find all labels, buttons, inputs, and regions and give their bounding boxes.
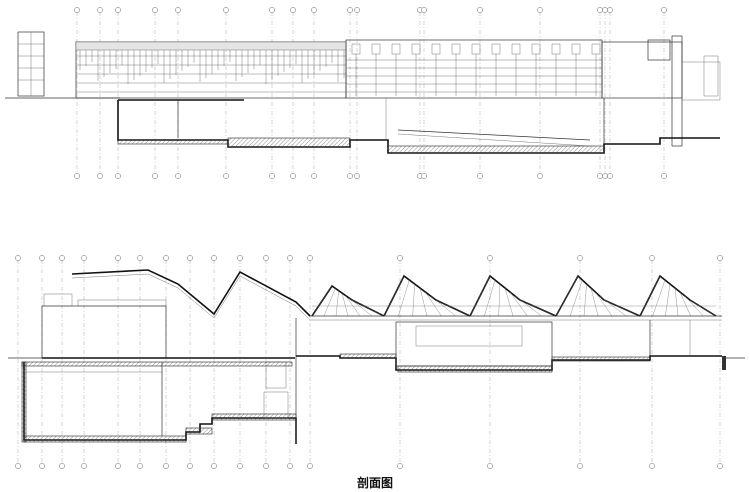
lower-axis-bubble: [307, 463, 313, 469]
upper-axis-bubble: [537, 7, 543, 13]
upper-axis-bubble: [602, 7, 608, 13]
lower-axis-bubble: [211, 463, 217, 469]
lower-axis-bubble: [649, 255, 655, 261]
lower-axis-bubble: [287, 463, 293, 469]
sawtooth-roof-zone: [345, 39, 603, 99]
upper-axis-bubble: [311, 173, 317, 179]
lower-axis-bubble: [211, 255, 217, 261]
upper-axis-bubble: [290, 173, 296, 179]
upper-axis-bubble: [74, 7, 80, 13]
lower-axis-bubble: [287, 255, 293, 261]
lower-axis-bubble: [137, 463, 143, 469]
upper-axis-bubble: [597, 173, 603, 179]
facade-band: [75, 41, 347, 99]
upper-axis-bubble: [175, 7, 181, 13]
lower-axis-bubble: [397, 463, 403, 469]
upper-axis-bubble: [97, 173, 103, 179]
lower-axis-bubble: [649, 463, 655, 469]
lower-basement-outline: [23, 362, 297, 444]
upper-grid-axes: [74, 7, 667, 179]
lower-axis-bubble: [577, 463, 583, 469]
lower-axis-bubble: [115, 463, 121, 469]
upper-basement-outline: [117, 100, 720, 154]
upper-axis-bubble: [354, 7, 360, 13]
drawing-caption: 剖面图: [356, 476, 393, 490]
upper-axis-bubble: [152, 173, 158, 179]
lower-axis-bubble: [39, 463, 45, 469]
lower-axis-bubble: [187, 463, 193, 469]
upper-axis-bubble: [602, 173, 608, 179]
upper-axis-bubble: [290, 7, 296, 13]
lower-axis-bubble: [81, 255, 87, 261]
upper-axis-bubble: [97, 7, 103, 13]
upper-axis-bubble: [354, 173, 360, 179]
upper-axis-bubble: [477, 173, 483, 179]
section-drawings: [5, 7, 745, 469]
lower-axis-bubble: [81, 463, 87, 469]
lower-axis-bubble: [397, 255, 403, 261]
lower-axis-bubble: [15, 255, 21, 261]
lower-axis-bubble: [39, 255, 45, 261]
lower-axis-bubble: [717, 463, 723, 469]
lower-axis-bubble: [237, 463, 243, 469]
upper-axis-bubble: [661, 173, 667, 179]
upper-axis-bubble: [661, 7, 667, 13]
upper-axis-bubble: [223, 7, 229, 13]
upper-axis-bubble: [537, 173, 543, 179]
lower-axis-bubble: [307, 255, 313, 261]
upper-axis-bubble: [115, 7, 121, 13]
upper-axis-bubble: [115, 173, 121, 179]
lower-axis-bubble: [137, 255, 143, 261]
upper-section: [5, 7, 721, 179]
upper-axis-bubble: [175, 173, 181, 179]
sawtooth-roof: [311, 284, 385, 317]
lower-axis-bubble: [263, 255, 269, 261]
lower-axis-bubble: [115, 255, 121, 261]
lower-axis-bubble: [163, 255, 169, 261]
lower-axis-bubble: [487, 255, 493, 261]
upper-axis-bubble: [421, 173, 427, 179]
upper-axis-bubble: [607, 173, 613, 179]
upper-axis-bubble: [74, 173, 80, 179]
upper-axis-bubble: [347, 173, 353, 179]
lower-axis-bubble: [59, 463, 65, 469]
lower-section: [8, 255, 745, 469]
left-block-upper: [41, 305, 167, 359]
lower-axis-bubble: [717, 255, 723, 261]
upper-axis-bubble: [597, 7, 603, 13]
upper-axis-bubble: [152, 7, 158, 13]
upper-axis-bubble: [347, 7, 353, 13]
sawtooth-roof: [639, 274, 717, 317]
upper-axis-bubble: [421, 7, 427, 13]
lower-axis-bubble: [577, 255, 583, 261]
lower-axis-bubble: [163, 463, 169, 469]
lower-axis-bubble: [487, 463, 493, 469]
lower-axis-bubble: [59, 255, 65, 261]
lower-axis-bubble: [263, 463, 269, 469]
lower-axis-bubble: [187, 255, 193, 261]
lower-roof-outline: [71, 269, 311, 317]
upper-axis-bubble: [223, 173, 229, 179]
upper-axis-bubble: [311, 7, 317, 13]
upper-axis-bubble: [269, 173, 275, 179]
upper-axis-bubble: [607, 7, 613, 13]
upper-axis-bubble: [477, 7, 483, 13]
lower-axis-bubble: [237, 255, 243, 261]
upper-axis-bubble: [269, 7, 275, 13]
lower-axis-bubble: [15, 463, 21, 469]
